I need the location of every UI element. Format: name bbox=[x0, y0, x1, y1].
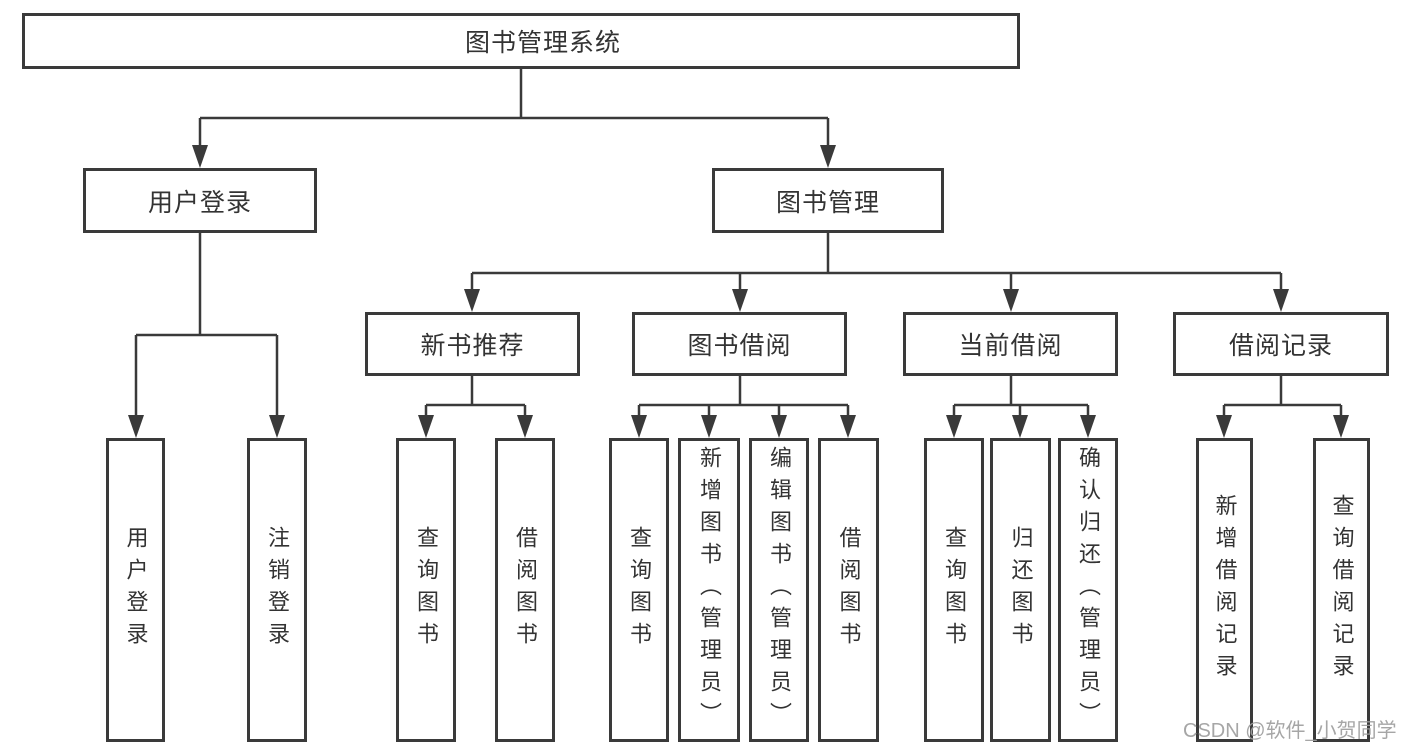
leaf-user-login-label: 用户登录 bbox=[123, 526, 149, 654]
node-user-login-label: 用户登录 bbox=[147, 188, 252, 217]
node-new-book-recommend: 新书推荐 bbox=[365, 312, 580, 376]
leaf-add-borrow-record-label: 新增借阅记录 bbox=[1212, 494, 1238, 686]
leaf-return-book: 归还图书 bbox=[990, 438, 1051, 742]
node-book-management-label: 图书管理 bbox=[775, 188, 880, 217]
node-book-borrowing: 图书借阅 bbox=[632, 312, 847, 376]
leaf-add-borrow-record: 新增借阅记录 bbox=[1196, 438, 1253, 742]
leaf-query-borrow-record-label: 查询借阅记录 bbox=[1329, 494, 1355, 686]
leaf-edit-book-admin-label: 编辑图书（管理员） bbox=[767, 446, 792, 734]
leaf-borrow-books-borrowing-label: 借阅图书 bbox=[836, 526, 862, 654]
root-node-label: 图书管理系统 bbox=[464, 29, 621, 57]
leaf-borrow-books-borrowing: 借阅图书 bbox=[818, 438, 879, 742]
node-new-book-recommend-label: 新书推荐 bbox=[420, 332, 525, 360]
node-borrowing-records-label: 借阅记录 bbox=[1228, 332, 1333, 360]
leaf-logout-label: 注销登录 bbox=[265, 526, 290, 654]
leaf-borrow-books-recommend-label: 借阅图书 bbox=[513, 526, 538, 654]
leaf-add-book-admin: 新增图书（管理员） bbox=[678, 438, 740, 742]
connector-paths bbox=[134, 69, 1343, 419]
arrowheads bbox=[128, 145, 1349, 438]
csdn-watermark: CSDN @软件_小贺同学 bbox=[1183, 720, 1397, 742]
leaf-confirm-return-admin-label: 确认归还（管理员） bbox=[1076, 446, 1101, 734]
leaf-query-books-recommend-label: 查询图书 bbox=[414, 526, 439, 654]
node-book-borrowing-label: 图书借阅 bbox=[687, 332, 792, 360]
leaf-return-book-label: 归还图书 bbox=[1008, 526, 1034, 654]
leaf-query-books-borrowing: 查询图书 bbox=[609, 438, 669, 742]
leaf-borrow-books-recommend: 借阅图书 bbox=[495, 438, 555, 742]
leaf-edit-book-admin: 编辑图书（管理员） bbox=[749, 438, 809, 742]
node-current-borrowing: 当前借阅 bbox=[903, 312, 1118, 376]
leaf-query-books-current-label: 查询图书 bbox=[942, 526, 967, 654]
node-user-login: 用户登录 bbox=[83, 168, 317, 233]
leaf-query-books-borrowing-label: 查询图书 bbox=[627, 526, 652, 654]
leaf-confirm-return-admin: 确认归还（管理员） bbox=[1058, 438, 1118, 742]
node-current-borrowing-label: 当前借阅 bbox=[958, 332, 1063, 360]
node-borrowing-records: 借阅记录 bbox=[1173, 312, 1389, 376]
root-node: 图书管理系统 bbox=[22, 13, 1020, 69]
leaf-query-borrow-record: 查询借阅记录 bbox=[1313, 438, 1370, 742]
leaf-query-books-current: 查询图书 bbox=[924, 438, 984, 742]
node-book-management: 图书管理 bbox=[712, 168, 944, 233]
leaf-query-books-recommend: 查询图书 bbox=[396, 438, 456, 742]
leaf-logout: 注销登录 bbox=[247, 438, 307, 742]
leaf-user-login: 用户登录 bbox=[106, 438, 165, 742]
leaf-add-book-admin-label: 新增图书（管理员） bbox=[697, 446, 722, 734]
